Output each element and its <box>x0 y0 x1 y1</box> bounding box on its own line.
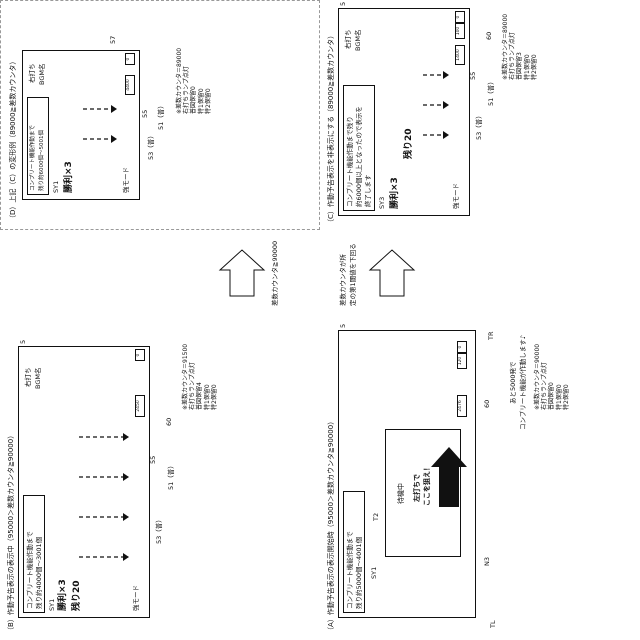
panel-c-screen: コンプリート機能作動まで残り 約6000個以上となったので表示を 終了します S… <box>338 8 470 216</box>
panel-b-ref5: 5 <box>20 340 27 344</box>
panel-b-wrap: （B）作動予告表示の表示中（95000＞差数カウンタ≧90000） コンプリート… <box>0 320 320 640</box>
panel-c-counter-small: 100 <box>455 23 465 39</box>
panel-c-counter-zero: 0 <box>455 11 465 23</box>
panel-c-ref60: 60 <box>486 32 493 40</box>
panel-c-status-2: 普図保留3 <box>516 14 523 80</box>
panel-c-status: ※差数カウンタ＝89000 右打ちランプ点灯 普図保留3 特1保留0 特2保留0 <box>502 14 538 80</box>
panel-a-screen: コンプリート機能作動まで 残り約5000個～4001個 SY1 T2 待機中 左… <box>338 330 476 618</box>
panel-a-status: ※差数カウンタ＝90000 右打ちランプ点灯 普図保留0 特1保留0 特2保留0 <box>534 344 570 410</box>
panel-a-counter-val: 2476 <box>457 395 467 417</box>
panel-a-ref60: 60 <box>484 400 491 408</box>
panel-b-caption: （B）作動予告表示の表示中（95000＞差数カウンタ≧90000） <box>6 432 16 634</box>
panel-d-caption: （D）上記（C）の変形例（89000≧差数カウンタ） <box>8 58 18 222</box>
panel-a-status-4: 特2保留0 <box>563 344 570 410</box>
panel-b-counter-zero: 0 <box>135 349 145 361</box>
panel-c-ref53: 53（普） <box>476 112 483 140</box>
panel-b-status-2: 普図保留4 <box>196 344 203 410</box>
panel-b-ref60: 60 <box>166 418 173 426</box>
arrow-up-line2: 定の第1閾値を下回る <box>350 243 357 306</box>
panel-c-ref5: 5 <box>340 2 347 6</box>
panel-b-mode: 強モード <box>133 585 140 611</box>
panel-d-ref51: 51（普） <box>158 102 165 130</box>
arrow-up-line1: 差数カウンタが所 <box>340 254 347 306</box>
panel-c-counter-val: 1400 <box>455 45 465 65</box>
panel-c-status-4: 特2保留0 <box>531 14 538 80</box>
panel-d-status-4: 特2保留0 <box>205 48 212 114</box>
arrow-down-label: 差数カウンタ≧90000 <box>272 241 279 306</box>
panel-d-ref57: 57 <box>110 36 117 44</box>
panel-a-status-3: 特1保留0 <box>556 344 563 410</box>
panel-a-tl: TL <box>490 620 497 628</box>
panel-b-arrows <box>19 347 149 617</box>
panel-d-status-2: 普図保留0 <box>190 48 197 114</box>
panel-a: （A）作動予告表示の表示開始時（95000＞差数カウンタ≧90000） コンプリ… <box>320 320 640 640</box>
panel-d-screen: コンプリート機能作動まで 残り約6000個～5001個 SY1 勝利×3 右打ち… <box>22 50 140 200</box>
panel-c-ref55: 55 <box>470 72 477 80</box>
panel-a-callout-line1: あと5000発で <box>510 361 517 404</box>
panel-c-caption: （C）作動予告表示を非表示にする（89000≧差数カウンタ） <box>326 32 336 226</box>
panel-a-ref5: 5 <box>340 324 347 328</box>
panel-d-status: ※差数カウンタ＝89000 右打ちランプ点灯 普図保留0 特1保留0 特2保留0 <box>176 48 212 114</box>
panel-a-tr: TR <box>488 332 495 341</box>
panel-d-ref55: 55 <box>142 110 149 118</box>
panel-d-ref53: 53（普） <box>148 132 155 160</box>
panel-d-counter-val: 4400 <box>125 75 135 95</box>
middle-arrows: 差数カウンタ≧90000 差数カウンタが所 定の第1閾値を下回る <box>220 230 420 310</box>
panel-b-screen: コンプリート機能作動まで 残り約4000個～3001個 SY1 勝利×3 残り2… <box>18 346 150 618</box>
panel-c-ref51: 51（普） <box>488 78 495 106</box>
panel-a-arrow <box>339 331 475 617</box>
panel-d: （D）上記（C）の変形例（89000≧差数カウンタ） コンプリート機能作動まで … <box>0 0 320 230</box>
panel-a-counter-small: 120 <box>457 353 467 369</box>
down-arrow <box>220 230 420 310</box>
panel-b-status-3: 特1保留0 <box>204 344 211 410</box>
panel-a-caption: （A）作動予告表示の表示開始時（95000＞差数カウンタ≧90000） <box>326 418 336 634</box>
panel-d-counter-zero: 0 <box>125 53 135 65</box>
panel-c: （C）作動予告表示を非表示にする（89000≧差数カウンタ） コンプリート機能作… <box>320 0 640 230</box>
panel-c-mode: 強モード <box>453 183 460 209</box>
panel-a-counter-zero: 0 <box>457 341 467 353</box>
panel-b-status-4: 特2保留0 <box>211 344 218 410</box>
panel-b-ref51: 51（普） <box>168 462 175 490</box>
panel-d-mode: 強モード <box>123 167 130 193</box>
panel-b-ref53: 53（普） <box>156 516 163 544</box>
panel-b-status: ※差数カウンタ＝91500 右打ちランプ点灯 普図保留4 特1保留0 特2保留0 <box>182 344 218 410</box>
panel-a-status-2: 普図保留0 <box>548 344 555 410</box>
panel-a-n3: N3 <box>484 557 491 566</box>
panel-b-counter-val: 2450 <box>135 395 145 417</box>
panel-d-status-3: 特1保留0 <box>198 48 205 114</box>
panel-c-status-3: 特1保留0 <box>524 14 531 80</box>
panel-c-arrows <box>339 9 469 215</box>
panel-b-ref55: 55 <box>150 456 157 464</box>
panel-a-callout-line2: コンプリート機能が作動します♪ <box>520 335 527 430</box>
